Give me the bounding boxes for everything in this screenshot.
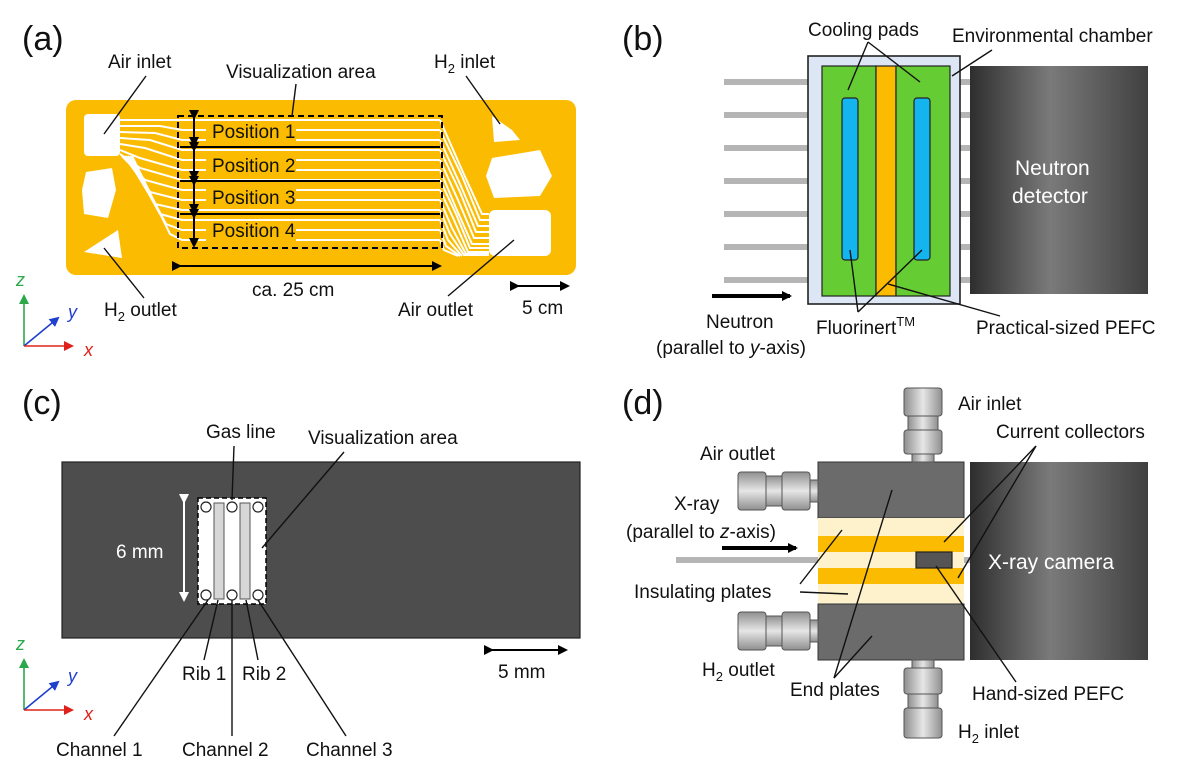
pefc-body — [875, 65, 897, 297]
axis-z-label-a: z — [15, 270, 25, 290]
rib-2-label: Rib 2 — [242, 664, 286, 685]
rib-1 — [213, 502, 225, 600]
current-collector-bottom — [818, 568, 964, 584]
environmental-chamber-label: Environmental chamber — [952, 26, 1153, 47]
fluorinert-left — [841, 97, 859, 261]
neutron-detector-label-1: Neutron — [1015, 157, 1090, 180]
air-inlet-fitting — [903, 387, 943, 463]
air-outlet-hole — [489, 210, 551, 256]
panel-d: (d) X-ray camera — [622, 384, 1148, 746]
h2-outlet-hole — [84, 230, 122, 258]
h2-inlet-fitting — [903, 659, 943, 739]
neutron-label-1: Neutron — [706, 312, 774, 333]
visualization-area-label: Visualization area — [226, 62, 376, 83]
position-1-label: Position 1 — [212, 122, 295, 143]
length-label: ca. 25 cm — [252, 280, 334, 301]
position-2-label: Position 2 — [212, 156, 295, 177]
insulating-plates-label: Insulating plates — [634, 582, 771, 603]
air-outlet-fitting — [737, 471, 819, 511]
fluorinert-right — [913, 97, 931, 261]
channel-3-label: Channel 3 — [306, 740, 393, 761]
hand-sized-pefc-label: Hand-sized PEFC — [972, 684, 1124, 705]
end-plate-top — [817, 461, 965, 519]
h2-outlet-fitting — [737, 611, 819, 651]
channel-2-label: Channel 2 — [182, 740, 269, 761]
visualization-area-c — [197, 497, 267, 605]
air-inlet-label: Air inlet — [108, 52, 172, 73]
cooling-pads-label: Cooling pads — [808, 20, 919, 41]
xray-camera — [970, 462, 1148, 660]
neutron-detector-label-2: detector — [1012, 185, 1088, 208]
h2-outlet-d-label: H2 outlet — [702, 660, 775, 684]
axis-x-label-c: x — [83, 704, 94, 724]
position-3-label: Position 3 — [212, 188, 295, 209]
neutron-detector — [970, 66, 1148, 294]
xray-camera-label: X-ray camera — [988, 551, 1114, 574]
end-plates-label: End plates — [790, 680, 880, 701]
h2-inlet-d-label: H2 inlet — [958, 722, 1020, 746]
panel-a-letter: (a) — [22, 20, 64, 58]
axes-triad-c: z y x — [15, 634, 94, 724]
scale-5mm-label: 5 mm — [498, 662, 546, 683]
xray-label-2: (parallel to z-axis) — [626, 522, 776, 543]
current-collector-top — [818, 536, 964, 552]
gas-line-label: Gas line — [206, 422, 276, 443]
visualization-area-c-label: Visualization area — [308, 428, 458, 449]
visualization-area-box — [177, 115, 443, 249]
axes-triad-a: z y x — [15, 270, 94, 360]
panel-b: (b) Neutron detector Cooling pads Enviro… — [622, 20, 1156, 359]
channel-1-label: Channel 1 — [56, 740, 143, 761]
left-middle-hole — [82, 168, 116, 218]
axis-z-label-c: z — [15, 634, 25, 654]
gas-line-holes — [200, 501, 264, 601]
practical-pefc-label: Practical-sized PEFC — [976, 318, 1156, 339]
position-labels: Position 1 Position 2 Position 3 Positio… — [206, 122, 296, 242]
panel-b-letter: (b) — [622, 20, 664, 58]
current-collectors-label: Current collectors — [996, 422, 1145, 443]
air-outlet-d-label: Air outlet — [700, 444, 776, 465]
panel-a: (a) — [15, 20, 576, 360]
panel-c-letter: (c) — [22, 384, 62, 422]
panel-c: (c) 6 mm Gas line Visualization area 5 m… — [15, 384, 581, 761]
axis-y-label-c: y — [66, 666, 78, 686]
hand-sized-pefc — [915, 551, 953, 569]
rib-2 — [239, 502, 251, 600]
fluorinert-label: FluorinertTM — [816, 314, 915, 339]
insulating-plate-top — [818, 518, 964, 536]
scale-5cm-label: 5 cm — [522, 298, 563, 319]
air-outlet-label: Air outlet — [398, 300, 474, 321]
hand-sized-plate — [61, 461, 581, 639]
right-middle-hole — [486, 150, 552, 198]
rib-1-label: Rib 1 — [182, 664, 226, 685]
insulating-plate-bottom — [818, 584, 964, 604]
axis-x-label-a: x — [83, 340, 94, 360]
panel-d-letter: (d) — [622, 384, 664, 422]
neutron-label-2: (parallel to y-axis) — [656, 338, 806, 359]
h2-inlet-label: H2 inlet — [434, 52, 496, 76]
air-inlet-d-label: Air inlet — [958, 394, 1022, 415]
xray-label-1: X-ray — [674, 494, 720, 515]
height-6mm-label: 6 mm — [116, 542, 164, 563]
axis-y-label-a: y — [66, 302, 78, 322]
end-plate-bottom — [817, 603, 965, 661]
flow-channels — [119, 119, 489, 257]
h2-outlet-label: H2 outlet — [104, 300, 177, 324]
position-4-label: Position 4 — [212, 221, 296, 242]
